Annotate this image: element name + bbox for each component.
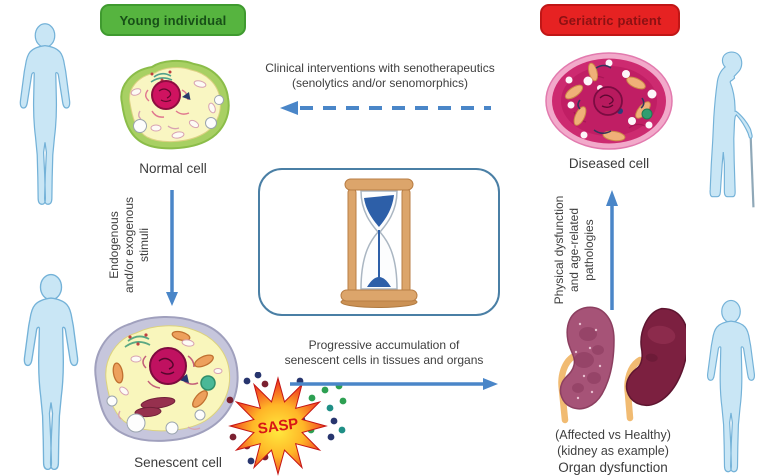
normal-cell-illustration (120, 59, 230, 150)
progressive-accumulation-label: Progressive accumulation of senescent ce… (284, 338, 484, 367)
organelles (564, 59, 657, 142)
organ-dysfunction-label: Organ dysfunction (558, 460, 668, 475)
elderly-person-with-cane-icon (709, 51, 755, 208)
adult-person-silhouette-bottom-left (23, 273, 79, 471)
pathologies-label: Physical dysfunction and age-related pat… (552, 195, 596, 305)
nucleus (593, 86, 623, 116)
accumulation-arrow (290, 378, 498, 390)
pathologies-arrow (606, 190, 618, 310)
young-individual-badge: Young individual (100, 4, 246, 36)
sasp-label: SASP (257, 415, 300, 438)
senescent-cell-illustration (94, 315, 239, 442)
kidney-pair-icon (558, 306, 686, 424)
hourglass-icon (340, 178, 418, 308)
elderly-body (709, 51, 753, 198)
nucleus (149, 347, 187, 385)
cane (749, 133, 755, 208)
nucleus (151, 80, 181, 110)
diseased-cell-label: Diseased cell (568, 156, 650, 171)
organelles (106, 330, 223, 435)
stimuli-arrow (166, 190, 178, 306)
senescent-cell-label: Senescent cell (134, 455, 222, 470)
organelles (130, 70, 224, 139)
clinical-interventions-label: Clinical interventions with senotherapeu… (265, 61, 495, 90)
affected-kidney (558, 306, 615, 424)
senotherapeutics-dashed-arrow (280, 101, 491, 115)
stimuli-label: Endogenous and/or exogenous stimuli (107, 196, 151, 294)
adult-person-silhouette-bottom-right (706, 299, 756, 473)
hourglass-panel (258, 168, 500, 316)
diseased-cell-illustration (545, 52, 673, 150)
normal-cell-label: Normal cell (139, 161, 207, 176)
sasp-burst: SASP (226, 372, 347, 476)
kidney-comparison-note: (Affected vs Healthy) (kidney as example… (555, 428, 671, 458)
healthy-kidney (624, 307, 686, 422)
geriatric-patient-badge: Geriatric patient (540, 4, 680, 36)
young-person-silhouette (19, 23, 71, 205)
